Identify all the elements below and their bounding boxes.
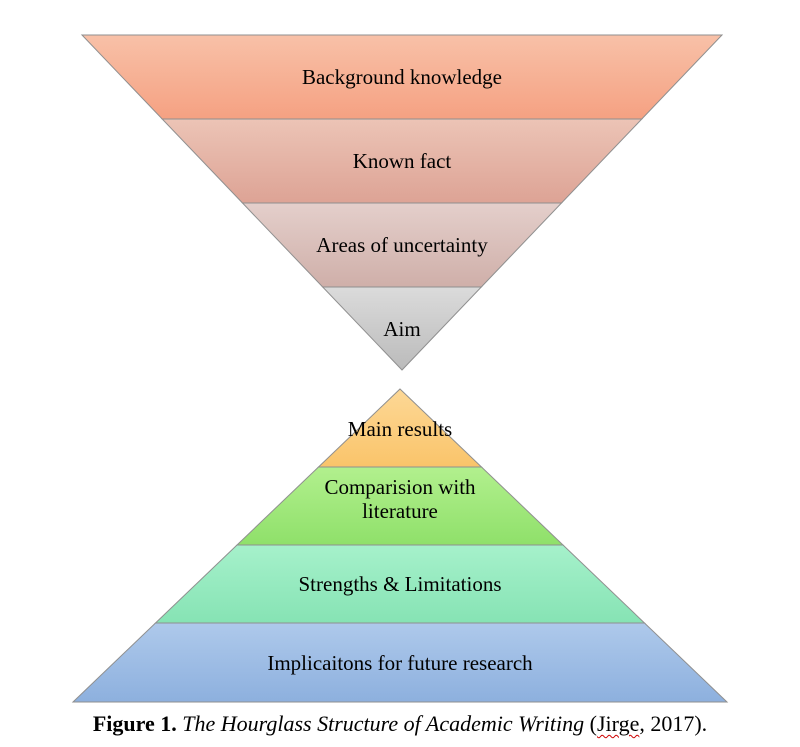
caption-label: Figure 1. — [92, 711, 177, 736]
funnel-level-1-label: Background knowledge — [302, 65, 502, 89]
caption-title: The Hourglass Structure of Academic Writ… — [182, 711, 585, 736]
caption-cite-rest: , 2017). — [639, 711, 708, 736]
funnel-level-2-label: Known fact — [353, 149, 452, 173]
funnel-level-3-label: Areas of uncertainty — [316, 233, 488, 257]
figure-caption: Figure 1. The Hourglass Structure of Aca… — [0, 711, 800, 737]
caption-cite-author: Jirge — [596, 711, 640, 736]
caption-cite-open: ( — [584, 711, 597, 736]
pyramid-level-3-label: Strengths & Limitations — [299, 572, 502, 596]
funnel-level-4-label: Aim — [383, 317, 420, 341]
pyramid-level-1-label: Main results — [348, 417, 452, 441]
funnel-level-4 — [321, 286, 483, 371]
pyramid-level-4-label: Implicaitons for future research — [267, 651, 533, 675]
pyramid-level-4 — [71, 622, 729, 703]
